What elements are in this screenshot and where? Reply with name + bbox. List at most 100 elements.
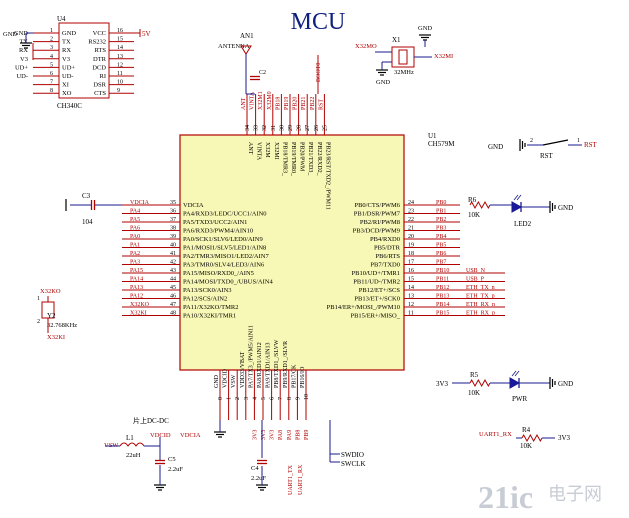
u1-top-net: ANT bbox=[241, 97, 247, 110]
u1-pin-name: PB20/PWM bbox=[299, 142, 305, 172]
u4-pin-name: RI bbox=[100, 73, 107, 80]
u1-pin-number: 23 bbox=[408, 209, 414, 215]
u1-left-net: PA0 bbox=[130, 234, 140, 240]
c3-ref: C3 bbox=[82, 192, 91, 200]
u4-pin-name: CTS bbox=[94, 90, 106, 97]
u1-pin-number: 14 bbox=[408, 285, 414, 291]
u1-left-net: X32KO bbox=[130, 302, 150, 308]
u1-pin-name: PA8/RXD1/AIN12 bbox=[257, 342, 263, 388]
r6-resistor-icon bbox=[469, 200, 491, 210]
u1-pin-name: PA0/SCK1/SLV6/LED0/AIN9 bbox=[183, 236, 263, 243]
u4-pin-name: DSR bbox=[93, 82, 106, 89]
c2-ref: C2 bbox=[259, 70, 266, 76]
u1-pin-number: 0 bbox=[218, 397, 224, 400]
u1-left-net: PA12 bbox=[130, 294, 143, 300]
u1-pin-name: PA10/X32KI/TMR1 bbox=[183, 313, 236, 320]
u1-pin-name: PA3/TMR0/SLV4/LED3/AIN6 bbox=[183, 262, 265, 269]
r4-ref: R4 bbox=[522, 426, 531, 434]
u1-pin-name: PB10/UD+/TMR1 bbox=[352, 270, 400, 277]
u4-pin-name: DTR bbox=[93, 56, 107, 63]
u1-right-net: PB10 bbox=[436, 268, 449, 274]
u1-pin-number: 36 bbox=[170, 209, 176, 215]
x1-crystal-element bbox=[398, 49, 408, 65]
u1-pin-name: PB16/IO bbox=[300, 366, 306, 388]
x1-gnd-icon-2 bbox=[376, 69, 388, 76]
u1-pin-name: PA13/SCK0/AIN3 bbox=[183, 287, 232, 294]
u1-right-net: PB14 bbox=[436, 302, 449, 308]
u4-net-label: RX bbox=[19, 47, 28, 54]
led2-icon bbox=[511, 194, 523, 213]
u1-pin-number: 27 bbox=[305, 125, 311, 131]
u1-pin-name: PB2/RI/PWM8 bbox=[360, 219, 400, 226]
pwr-gnd-icon bbox=[549, 377, 556, 389]
u1-pin-number: 32 bbox=[262, 125, 268, 131]
led2-gnd: GND bbox=[558, 204, 573, 212]
x1-net-right: X32MI bbox=[434, 53, 453, 60]
u1-top-net: RST bbox=[318, 99, 324, 110]
u1-pin-name: GND bbox=[214, 374, 220, 388]
antenna-icon bbox=[240, 45, 252, 55]
u1-body bbox=[179, 134, 405, 371]
u1-pin-number: 1 bbox=[227, 397, 233, 400]
c3-value: 104 bbox=[82, 218, 93, 226]
u1-pin-number: 42 bbox=[170, 260, 176, 266]
u1-pin-name: PA12/SCS/AIN2 bbox=[183, 296, 227, 303]
u4-pin-number: 16 bbox=[117, 28, 123, 34]
u4-net-label: GND bbox=[14, 30, 28, 37]
u4-pin-number: 15 bbox=[117, 37, 123, 43]
pwr-led-ref: PWR bbox=[512, 395, 528, 403]
watermark-logo: 21ic bbox=[478, 479, 533, 515]
u1-far-net: ETH_RX_p bbox=[466, 311, 495, 317]
u4-pin-name: GND bbox=[62, 30, 76, 37]
u1-far-net: ETH_TX_n bbox=[466, 285, 495, 291]
u1-pin-number: 22 bbox=[408, 217, 414, 223]
u1-left-net: VDCIA bbox=[130, 200, 150, 206]
u1-pin-number: 4 bbox=[252, 397, 258, 400]
u1-top-net: X32M0 bbox=[267, 91, 273, 110]
y2-freq: 32.768KHz bbox=[47, 322, 77, 329]
u1-pin-number: 33 bbox=[254, 125, 260, 131]
u1-pin-number: 13 bbox=[408, 294, 414, 300]
u1-left-net: X32KI bbox=[130, 311, 147, 317]
u1-pin-number: 20 bbox=[408, 234, 414, 240]
y2-net-top: X32KO bbox=[40, 288, 61, 295]
r4-resistor-icon bbox=[521, 433, 543, 443]
u1-pin-name: PB6/RTS bbox=[375, 253, 400, 260]
u1-pin-number: 6 bbox=[270, 397, 276, 400]
c2-capacitor-icon bbox=[250, 75, 260, 81]
rst-switch-icon bbox=[542, 139, 569, 146]
u4-net-label: V3 bbox=[20, 56, 28, 63]
u1-pin-number: 9 bbox=[295, 397, 301, 400]
watermark-cn: 电子网 bbox=[548, 484, 602, 504]
u1-pin-name: VSW bbox=[231, 374, 237, 388]
u4-net-label: UD- bbox=[16, 73, 28, 80]
u1-right-net: PB13 bbox=[436, 294, 449, 300]
u1-pin-number: 31 bbox=[271, 125, 277, 131]
u4-ref: U4 bbox=[57, 15, 66, 23]
u1-pin-number: 19 bbox=[408, 243, 414, 249]
u1-pin-number: 24 bbox=[408, 200, 414, 206]
u1-part-label: CH579M bbox=[428, 140, 455, 148]
c4-ref: C4 bbox=[251, 465, 259, 472]
u1-pin-number: 8 bbox=[287, 397, 293, 400]
u1-right-net: PB12 bbox=[436, 285, 449, 291]
inductor-icon bbox=[119, 442, 145, 447]
u1-left-net: PA1 bbox=[130, 243, 140, 249]
rst-gnd-label: GND bbox=[488, 143, 503, 151]
u4-pin-number: 11 bbox=[117, 71, 123, 77]
r5-resistor-icon bbox=[469, 378, 491, 388]
c4-capacitor-icon bbox=[257, 459, 267, 465]
u4-pin-number: 12 bbox=[117, 62, 123, 68]
u4-pin-name: RS232 bbox=[88, 39, 106, 46]
u1-far-net: ETH_RX_n bbox=[466, 302, 495, 308]
u1-pin-name: PB15/ER+/MISO_ bbox=[350, 313, 400, 320]
u4-pin-number: 6 bbox=[50, 71, 53, 77]
u1-pin-name: PA6/RXD3/PWM4/AIN10 bbox=[183, 228, 253, 235]
u4-pin-name: RX bbox=[62, 47, 71, 54]
dcdc-vdcia: VDCIA bbox=[180, 432, 201, 439]
l1-ref: L1 bbox=[126, 434, 134, 442]
u1-pin-name: PB7/TXD0 bbox=[370, 262, 400, 269]
r6-value: 10K bbox=[468, 211, 480, 219]
u1-left-net: PA2 bbox=[130, 251, 140, 257]
u1-bottom-net: 3V3 bbox=[252, 430, 258, 440]
